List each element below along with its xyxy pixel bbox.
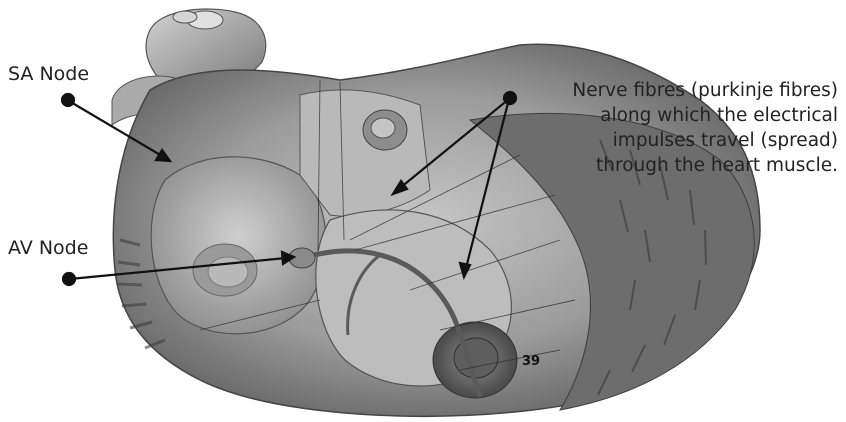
sa-node-label: SA Node <box>8 62 89 86</box>
right-atrium-chamber <box>151 157 326 334</box>
nerve-fibres-line-1: Nerve fibres (purkinje fibres) <box>518 78 838 103</box>
page-number: 39 <box>522 354 540 369</box>
av-node-label: AV Node <box>8 236 88 260</box>
nerve-fibres-line-3: impulses travel (spread) <box>518 128 838 153</box>
nerve-fibres-line-2: along which the electrical <box>518 103 838 128</box>
nerve-fibres-label: Nerve fibres (purkinje fibres) along whi… <box>518 78 838 178</box>
nerve-fibres-line-4: through the heart muscle. <box>518 153 838 178</box>
